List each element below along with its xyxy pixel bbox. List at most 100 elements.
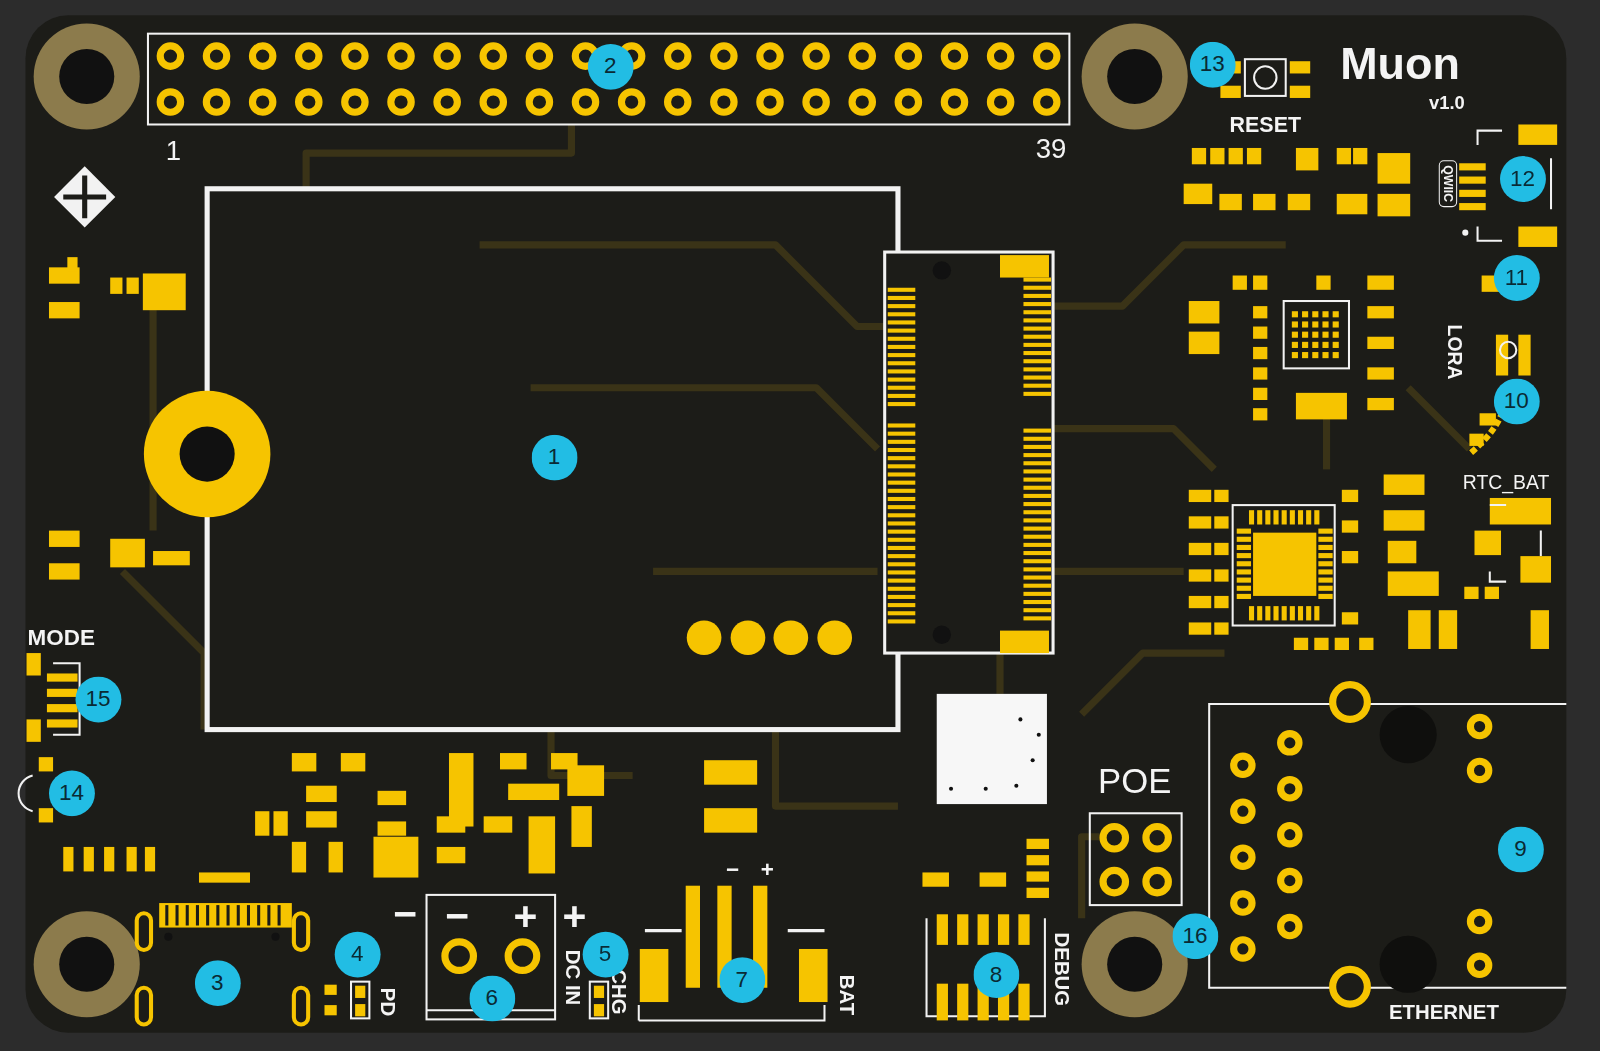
smd-pad	[1367, 398, 1394, 410]
smd-pad	[1214, 543, 1228, 555]
debug-pad	[937, 914, 948, 945]
header-pin	[345, 92, 365, 112]
header-pin	[898, 46, 918, 66]
smd-pad	[1214, 596, 1228, 608]
header-pin	[529, 92, 549, 112]
callout-text: 4	[351, 943, 364, 965]
connector-pin	[888, 353, 916, 357]
header-pin	[760, 46, 780, 66]
poe-pin	[1146, 827, 1168, 849]
connector-pin	[1023, 543, 1051, 547]
chip-pin	[1237, 561, 1251, 566]
smd-pad	[84, 847, 94, 871]
smd-pad	[1342, 490, 1358, 502]
connector-pin	[1023, 494, 1051, 498]
terminal-pin	[508, 942, 537, 971]
smd-pad	[1189, 490, 1211, 502]
jack-pin	[1234, 894, 1252, 912]
smd-pad	[1189, 543, 1211, 555]
header-pin	[668, 46, 688, 66]
connector-pin	[1023, 502, 1051, 506]
bga-ball	[1322, 342, 1328, 348]
smd-pad	[1189, 596, 1211, 608]
usb-contact-gap	[237, 905, 240, 925]
switch-pad	[27, 653, 41, 675]
connector-pin	[1023, 478, 1051, 482]
callout-number: 8	[973, 952, 1019, 998]
smd-pad	[1253, 327, 1267, 339]
pin-marker	[1462, 230, 1468, 236]
connector-pin	[1023, 351, 1051, 355]
connector-outline	[1478, 131, 1551, 241]
chip-pin	[1318, 578, 1332, 583]
connector-pin	[1459, 190, 1486, 197]
connector-pad	[1000, 255, 1049, 277]
callout-number: 16	[1172, 913, 1218, 959]
mounting-hole-drill	[59, 49, 114, 104]
connector-pin	[888, 472, 916, 476]
connector-pin	[888, 386, 916, 390]
smd-pad	[110, 278, 122, 294]
chip-pin	[1318, 537, 1332, 542]
jack-shield-pin	[1333, 969, 1368, 1004]
callout-number: 12	[1499, 156, 1545, 202]
connector-pin	[888, 423, 916, 427]
chip-pin	[1237, 553, 1251, 558]
smd-pad	[1316, 276, 1330, 290]
smd-pad	[67, 257, 77, 271]
mounting-hole-drill	[1107, 937, 1162, 992]
smd-pad	[1233, 276, 1247, 290]
usb-hole	[164, 933, 172, 941]
connector-pin	[888, 345, 916, 349]
bga-ball	[1292, 342, 1298, 348]
battery-pin	[686, 886, 700, 988]
led-pad	[39, 757, 53, 771]
connector-pin	[888, 570, 916, 574]
battery-pad	[640, 949, 669, 1002]
bga-ball	[1312, 321, 1318, 327]
jack-pin	[1234, 940, 1252, 958]
connector-pin	[1023, 429, 1051, 433]
smd-pad	[1210, 148, 1224, 164]
header-pin	[760, 92, 780, 112]
connector-pin	[1023, 584, 1051, 588]
connector-pin	[888, 538, 916, 542]
copper-trace	[1053, 245, 1286, 306]
connector-pad	[1518, 227, 1557, 247]
smd-pad	[1378, 194, 1411, 216]
chip-pin	[1298, 510, 1303, 524]
smd-pad	[1253, 388, 1267, 400]
bga-ball	[1333, 321, 1339, 327]
chip-pin	[1282, 510, 1287, 524]
smd-pad	[378, 791, 407, 805]
connector-pin	[1023, 559, 1051, 563]
callout-text: 2	[604, 55, 617, 77]
chip-pin	[1282, 606, 1287, 620]
connector-pin	[888, 595, 916, 599]
callout-number: 4	[334, 931, 380, 977]
smd-pad	[49, 563, 80, 579]
header-pin	[437, 92, 457, 112]
smd-pad	[1253, 306, 1267, 318]
smd-pad	[449, 753, 473, 826]
smd-pad	[1296, 148, 1318, 170]
header-pin	[483, 46, 503, 66]
smd-pad	[1027, 888, 1049, 898]
usb-contact-gap	[247, 905, 250, 925]
chip-pin	[1290, 510, 1295, 524]
bga-ball	[1302, 311, 1308, 317]
bga-ball	[1322, 321, 1328, 327]
connector-pin	[1023, 510, 1051, 514]
header-pin	[1037, 92, 1057, 112]
chip-pin	[1249, 606, 1254, 620]
smd-pad	[1490, 498, 1551, 525]
chip-pin	[1318, 529, 1332, 534]
silkscreen-label: LORA	[1445, 325, 1464, 380]
header-pin	[990, 46, 1010, 66]
connector-pin	[888, 361, 916, 365]
smd-pad	[63, 847, 73, 871]
chip-pin	[1306, 606, 1311, 620]
marker-dot	[984, 787, 988, 791]
callout-text: 16	[1182, 924, 1207, 946]
